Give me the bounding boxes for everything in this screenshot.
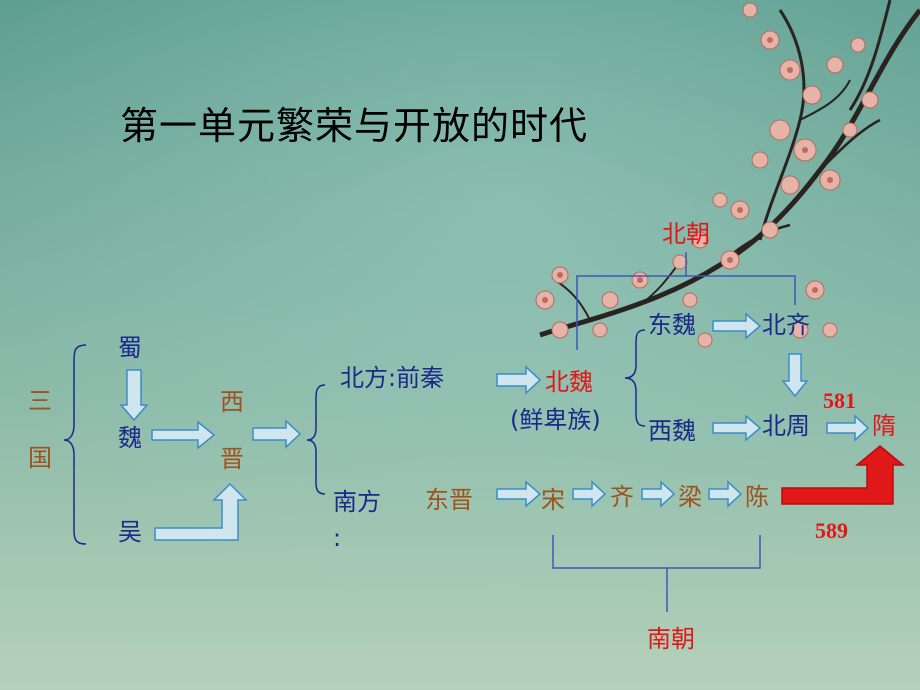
north-qianqin: 北方:前秦: [340, 364, 445, 392]
dongwei: 东魏: [648, 311, 696, 339]
chen: 陈: [745, 483, 769, 511]
xijin-label-jin: 晋: [220, 445, 244, 473]
chen-to-sui-red-arrow: [781, 445, 906, 505]
beichao-label: 北朝: [662, 220, 710, 248]
nanchao-label: 南朝: [647, 625, 695, 653]
qianqin-to-beiwei-arrow: [496, 365, 542, 395]
wu-to-xijin-arrow: [154, 482, 248, 541]
dongwei-to-beiqi-arrow: [712, 312, 762, 340]
xijin-label-xi: 西: [220, 388, 244, 416]
liang-to-chen-arrow: [708, 480, 743, 508]
liang: 梁: [678, 483, 702, 511]
song: 宋: [541, 486, 565, 514]
beiqi-to-beizhou-arrow: [781, 353, 809, 398]
south-colon: :: [333, 524, 342, 552]
wei-to-xijin-arrow: [151, 420, 216, 450]
shu-down-arrow: [119, 369, 149, 422]
south-label: 南方: [333, 488, 381, 516]
beiwei: 北魏: [545, 368, 593, 396]
beizhou-to-sui-arrow: [826, 414, 870, 442]
three-kingdoms-label-guo: 国: [28, 444, 52, 472]
kingdom-shu: 蜀: [118, 334, 142, 362]
year-589: 589: [815, 518, 848, 543]
three-kingdoms-label-san: 三: [28, 387, 52, 415]
xiwei-to-beizhou-arrow: [712, 414, 762, 442]
three-kingdoms-brace: [63, 344, 87, 545]
qi: 齐: [610, 483, 634, 511]
year-581: 581: [823, 388, 856, 413]
north-south-brace: [306, 384, 326, 495]
beiqi: 北齐: [762, 311, 810, 339]
sui: 隋: [872, 412, 896, 440]
dongjin: 东晋: [425, 486, 473, 514]
beizhou: 北周: [762, 412, 810, 440]
beiwei-split-brace: [624, 329, 646, 427]
song-to-qi-arrow: [572, 480, 607, 508]
qi-to-liang-arrow: [641, 480, 676, 508]
kingdom-wu: 吴: [118, 518, 142, 546]
dongjin-to-song-arrow: [496, 480, 542, 508]
nanchao-bracket: [552, 535, 761, 569]
xiwei: 西魏: [648, 417, 696, 445]
xijin-to-split-arrow: [252, 419, 302, 449]
xianbei-note: (鲜卑族): [510, 406, 601, 434]
page-title: 第一单元繁荣与开放的时代: [120, 104, 589, 148]
kingdom-wei: 魏: [118, 424, 142, 452]
